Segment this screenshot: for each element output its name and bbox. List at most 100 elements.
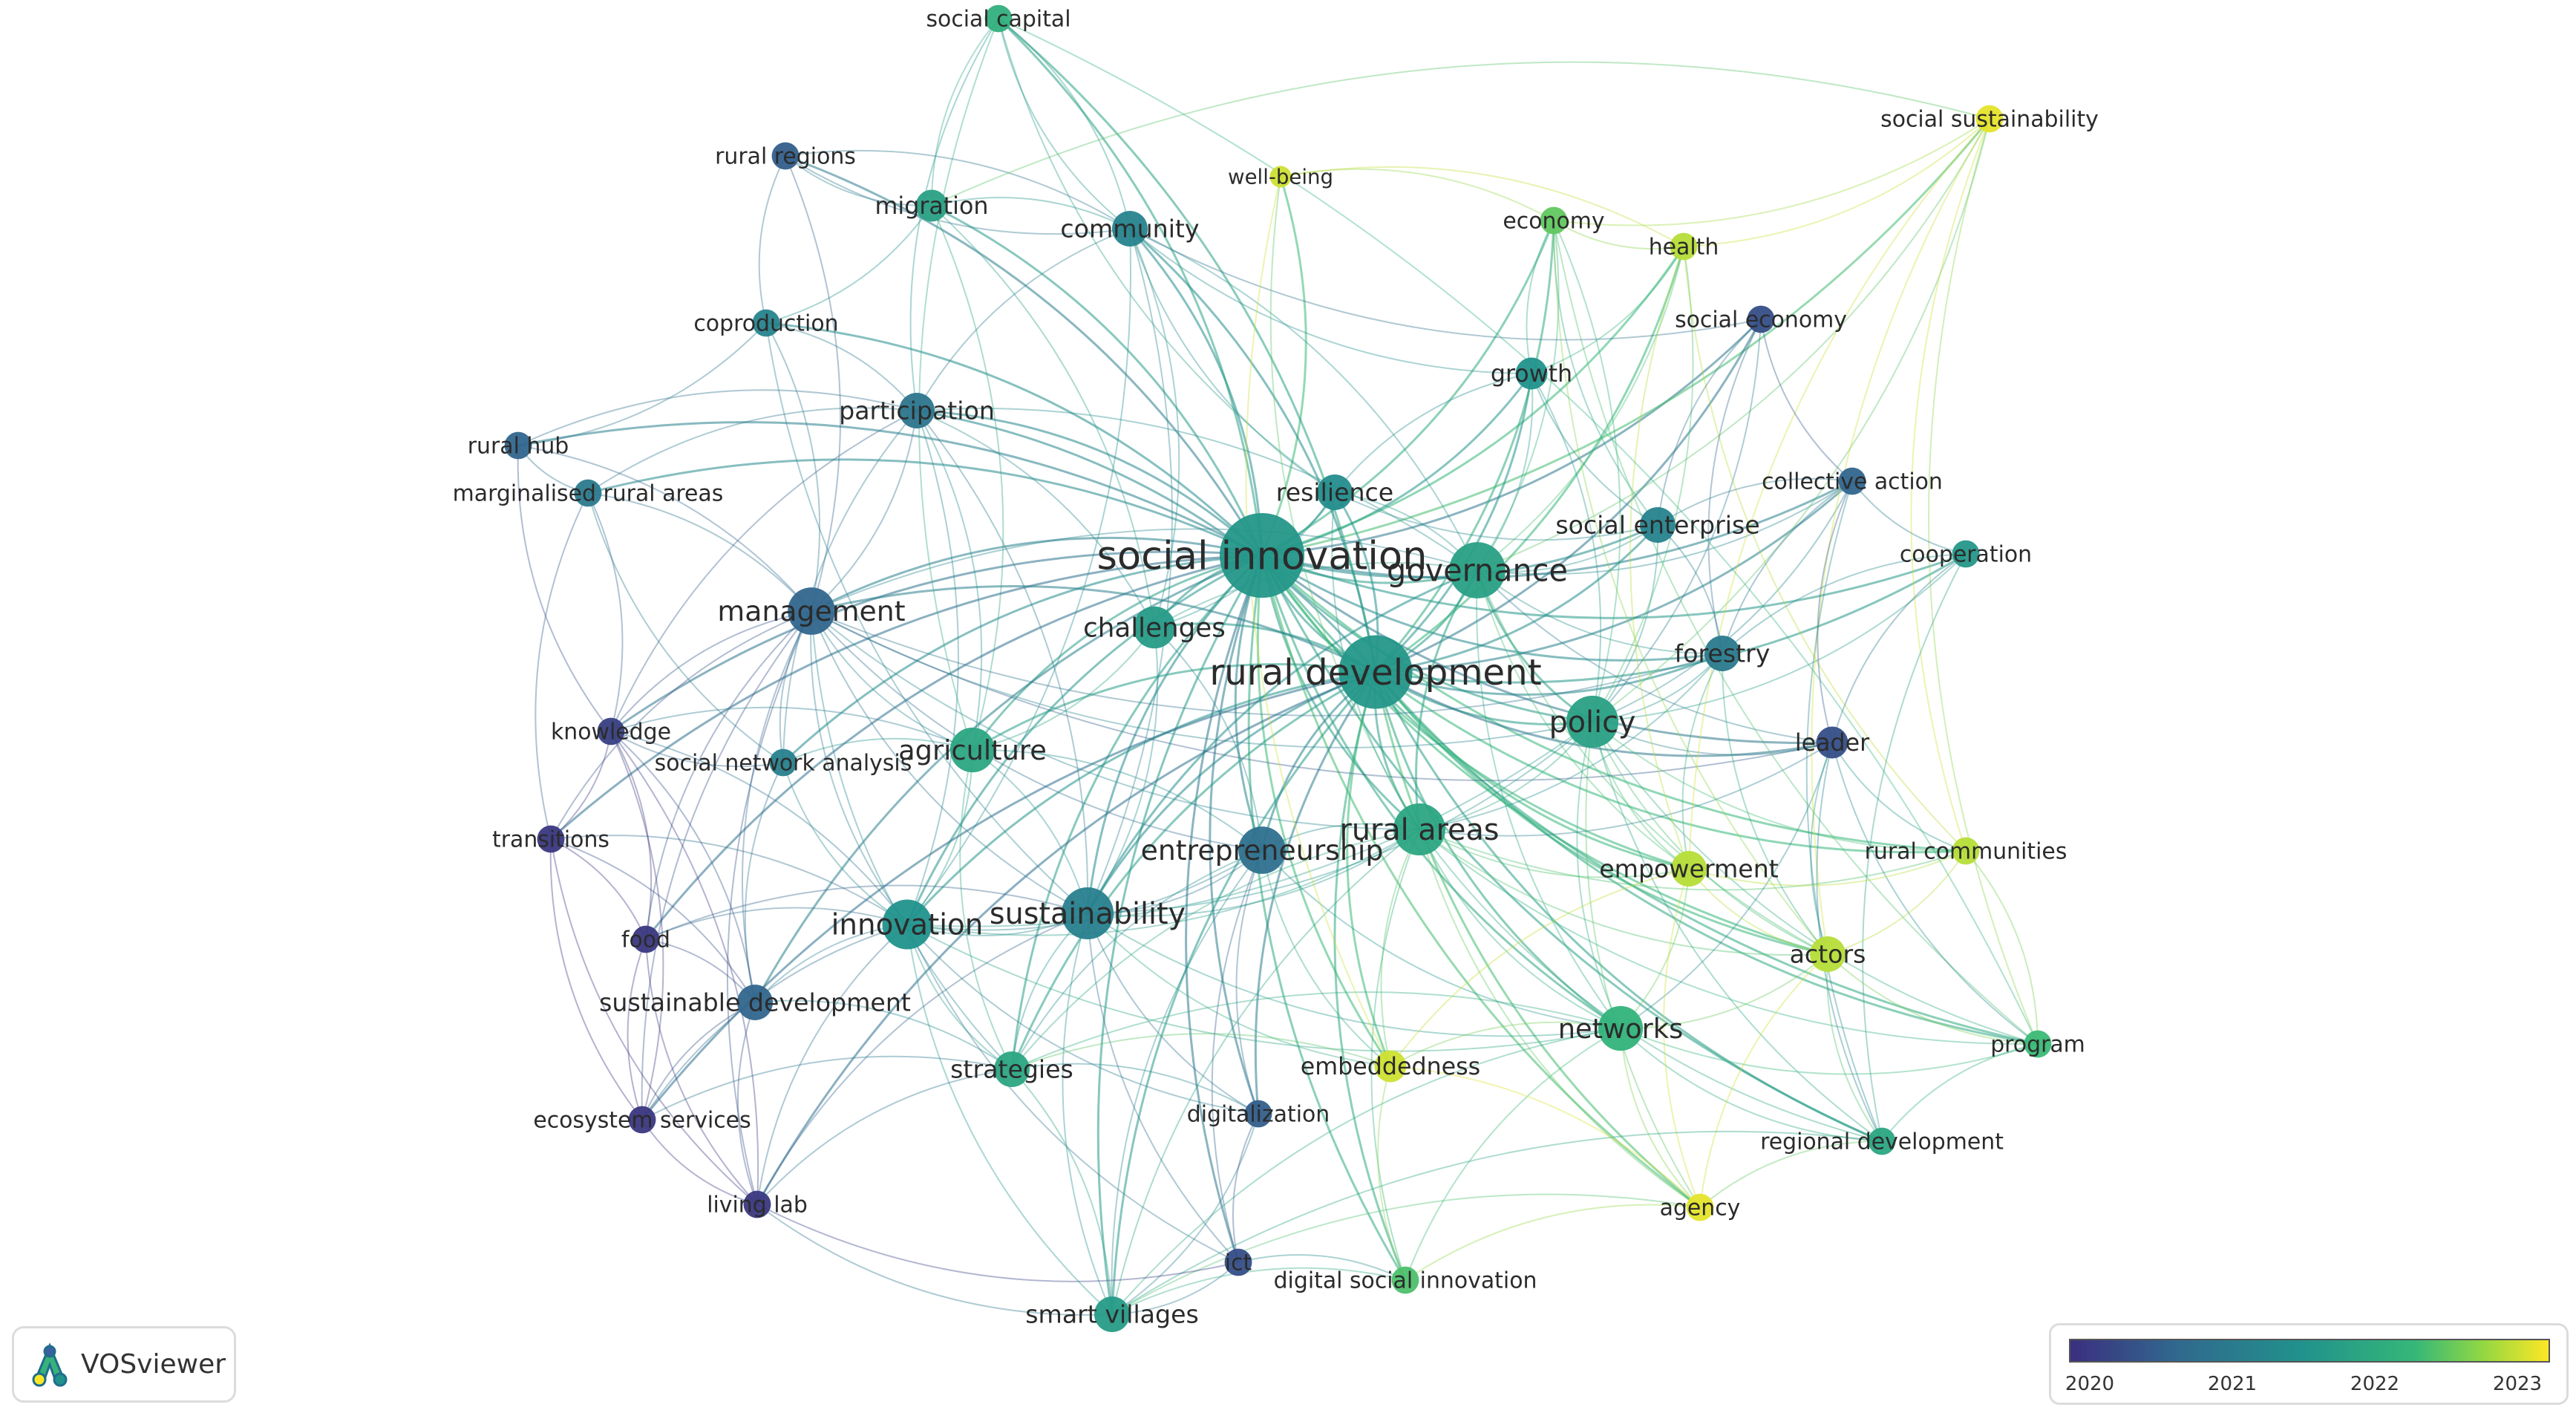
edge (765, 205, 932, 324)
edge (1087, 228, 1173, 914)
edge (1129, 228, 1478, 571)
node-agriculture[interactable] (949, 727, 996, 773)
node-governance[interactable] (1449, 542, 1506, 598)
edge (997, 17, 1264, 556)
node-digital-social-innovation[interactable] (1391, 1266, 1419, 1294)
node-ecosystem-services[interactable] (628, 1106, 656, 1134)
edge (1620, 1028, 1883, 1142)
node-agency[interactable] (1686, 1193, 1714, 1221)
node-leader[interactable] (1816, 726, 1848, 759)
edge (1683, 246, 1967, 852)
node-sustainable-development[interactable] (737, 985, 773, 1020)
edge (1722, 553, 1967, 654)
node-challenges[interactable] (1133, 606, 1176, 649)
edge (1111, 1113, 1259, 1315)
node-coproduction[interactable] (752, 309, 780, 337)
node-strategies[interactable] (994, 1051, 1030, 1087)
node-label: migration (875, 193, 989, 220)
edge (1334, 492, 1658, 541)
edge (1831, 742, 2039, 1045)
edge (1477, 220, 1560, 571)
node-social-economy[interactable] (1747, 305, 1775, 333)
node-migration[interactable] (915, 189, 948, 222)
edge (1699, 953, 1828, 1208)
edge (627, 939, 647, 1120)
node-economy[interactable] (1540, 206, 1568, 235)
node-label: networks (1558, 1013, 1684, 1045)
node-forestry[interactable] (1704, 636, 1740, 671)
legend-tick: 2021 (2207, 1373, 2258, 1395)
node-actors[interactable] (1810, 936, 1846, 972)
node-social-network-analysis[interactable] (769, 748, 797, 777)
node-entrepreneurship[interactable] (1238, 826, 1286, 874)
edge (756, 1068, 1013, 1205)
edge (517, 445, 612, 732)
node-cooperation[interactable] (1952, 540, 1980, 568)
node-digitalization[interactable] (1244, 1100, 1272, 1128)
node-label: smart villages (1025, 1300, 1199, 1329)
edge (1592, 524, 1659, 722)
node-social-innovation[interactable] (1219, 512, 1305, 598)
node-knowledge[interactable] (597, 717, 625, 745)
edge (906, 924, 1239, 1263)
node-rural-hub[interactable] (504, 431, 532, 460)
node-label: coproduction (693, 310, 838, 336)
node-rural-development[interactable] (1338, 635, 1413, 709)
node-social-sustainability[interactable] (1975, 105, 2004, 133)
edge (1477, 570, 1723, 655)
edge (1414, 570, 1479, 830)
node-program[interactable] (2024, 1030, 2052, 1058)
edge (1129, 228, 1762, 341)
node-living-lab[interactable] (743, 1190, 771, 1218)
node-marginalised-rural-areas[interactable] (574, 479, 602, 507)
node-regional-development[interactable] (1868, 1127, 1896, 1155)
node-label: social economy (1675, 307, 1847, 333)
node-collective-action[interactable] (1838, 467, 1866, 495)
node-food[interactable] (632, 925, 660, 953)
edge (1375, 480, 1853, 673)
node-sustainability[interactable] (1061, 887, 1114, 940)
edge (1531, 373, 1602, 722)
edge (641, 1055, 1013, 1120)
edge (1261, 849, 1621, 1029)
edge (1010, 671, 1376, 1070)
node-label: strategies (950, 1055, 1073, 1084)
node-participation[interactable] (899, 393, 935, 428)
node-label: rural communities (1865, 838, 2067, 864)
node-growth[interactable] (1515, 357, 1548, 390)
node-health[interactable] (1670, 232, 1698, 261)
edge (1087, 913, 1391, 1067)
node-community[interactable] (1112, 211, 1148, 247)
edge (811, 528, 1478, 612)
edge (1375, 652, 1723, 696)
edge (1592, 721, 2039, 1045)
edge (1592, 553, 1967, 722)
edge (1592, 480, 1853, 722)
node-well-being[interactable] (1269, 166, 1292, 188)
edge (785, 155, 842, 612)
edge (1477, 570, 1828, 955)
node-transitions[interactable] (537, 825, 565, 853)
node-rural-regions[interactable] (771, 142, 800, 170)
edge (610, 731, 664, 1120)
edge (1087, 913, 1239, 1263)
node-rural-communities[interactable] (1952, 837, 1980, 865)
edge (1086, 569, 1478, 914)
node-empowerment[interactable] (1671, 851, 1707, 887)
node-networks[interactable] (1598, 1005, 1644, 1051)
node-management[interactable] (788, 587, 835, 635)
edge (1096, 555, 1264, 1315)
year-color-legend: 2020 2021 2022 2023 (2049, 1323, 2569, 1405)
node-embeddedness[interactable] (1374, 1050, 1407, 1083)
edge (916, 409, 1377, 673)
edge (1419, 829, 1828, 956)
node-resilience[interactable] (1317, 474, 1353, 510)
node-policy[interactable] (1566, 695, 1619, 748)
node-smart-villages[interactable] (1094, 1296, 1130, 1332)
node-innovation[interactable] (882, 899, 932, 950)
node-rural-areas[interactable] (1393, 803, 1446, 856)
node-ict[interactable] (1224, 1248, 1252, 1276)
node-social-capital[interactable] (984, 4, 1013, 33)
node-social-enterprise[interactable] (1640, 507, 1676, 543)
